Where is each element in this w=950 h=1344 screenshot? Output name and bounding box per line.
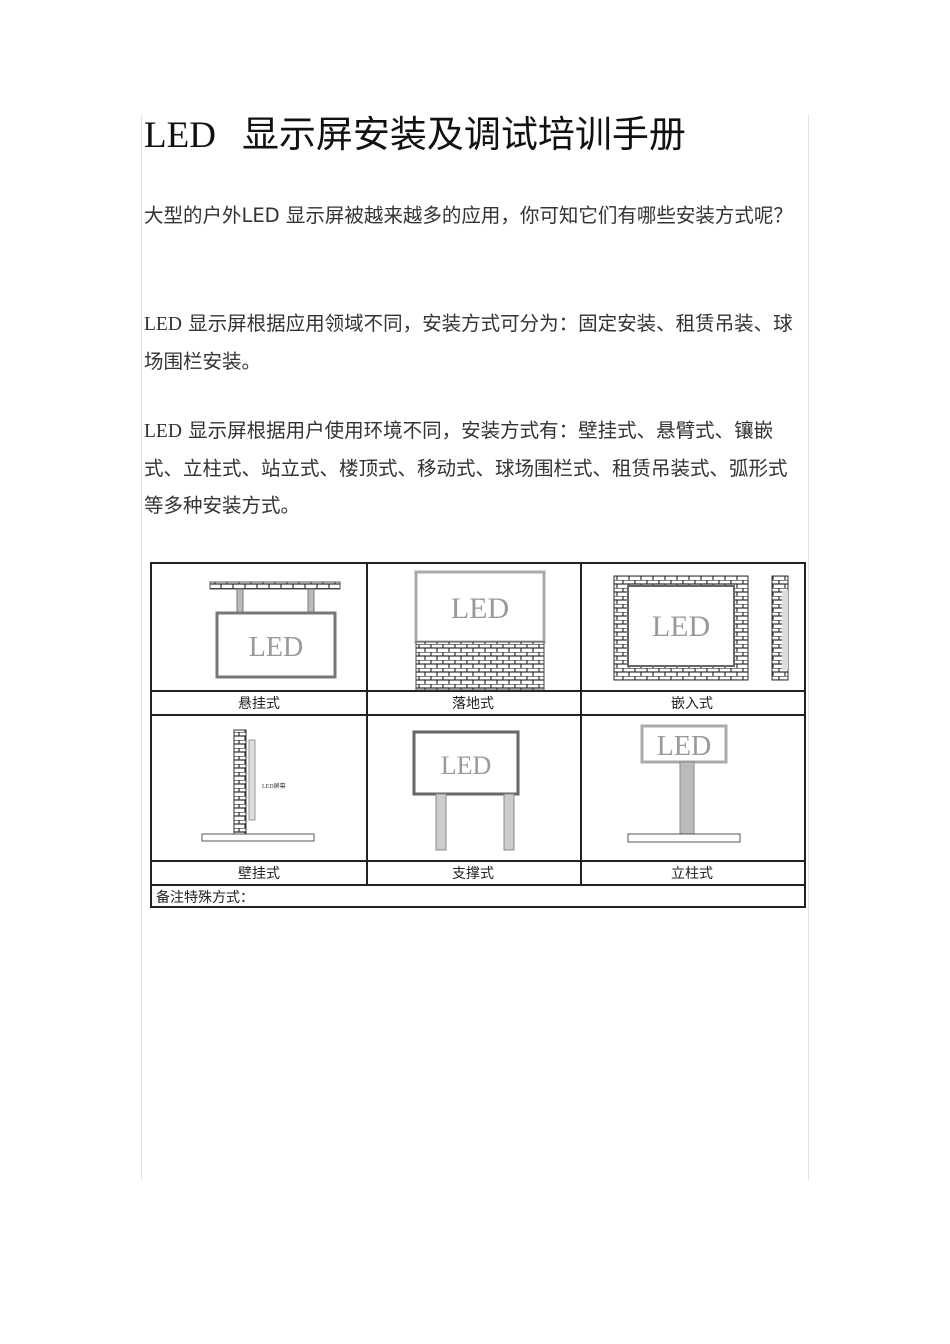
paragraph-prefix: LED	[144, 421, 182, 442]
floor-standing-illustration: LED	[414, 570, 546, 691]
wall-mounted-illustration: LED屏幕	[201, 729, 315, 842]
paragraph-intro: 大型的户外LED 显示屏被越来越多的应用，你可知它们有哪些安装方式呢？	[144, 197, 804, 234]
page-border-left	[141, 115, 142, 1180]
paragraph-environment: LED 显示屏根据用户使用环境不同，安装方式有：壁挂式、悬臂式、镶嵌式、立柱式、…	[144, 412, 804, 524]
svg-text:LED: LED	[451, 592, 509, 625]
caption-hanging: 悬挂式	[238, 696, 280, 712]
document-title: LED 显示屏安装及调试培训手册	[144, 104, 686, 158]
figure-note: 备注特殊方式：	[156, 890, 254, 906]
caption-embedded: 嵌入式	[671, 696, 713, 712]
paragraph-text: 显示屏根据应用领域不同，安装方式可分为：固定安装、租赁吊装、球场围栏安装。	[144, 312, 793, 373]
caption-column: 立柱式	[671, 866, 713, 882]
svg-text:LED: LED	[652, 610, 710, 643]
column-illustration: LED	[627, 724, 741, 843]
svg-text:LED屏幕: LED屏幕	[262, 782, 286, 790]
paragraph-application: LED 显示屏根据应用领域不同，安装方式可分为：固定安装、租赁吊装、球场围栏安装…	[144, 305, 804, 380]
svg-text:LED: LED	[657, 731, 711, 762]
caption-floor-standing: 落地式	[452, 696, 494, 712]
installation-methods-figure: LED LED LED LED屏幕	[150, 562, 806, 908]
svg-text:LED: LED	[249, 632, 303, 663]
caption-support: 支撑式	[452, 866, 494, 882]
embedded-illustration: LED	[613, 575, 789, 681]
caption-wall-mounted: 壁挂式	[238, 866, 280, 882]
paragraph-text: 大型的户外LED 显示屏被越来越多的应用，你可知它们有哪些安装方式呢？	[144, 204, 793, 227]
installation-illustrations: LED LED LED LED屏幕	[201, 570, 789, 851]
hanging-illustration: LED	[209, 581, 341, 679]
page-border-right	[808, 115, 809, 1180]
support-illustration: LED	[412, 730, 520, 851]
title-prefix: LED	[144, 115, 216, 156]
title-text: 显示屏安装及调试培训手册	[241, 113, 686, 156]
svg-text:LED: LED	[441, 751, 492, 780]
paragraph-text: 显示屏根据用户使用环境不同，安装方式有：壁挂式、悬臂式、镶嵌式、立柱式、站立式、…	[144, 419, 788, 517]
paragraph-prefix: LED	[144, 314, 182, 335]
